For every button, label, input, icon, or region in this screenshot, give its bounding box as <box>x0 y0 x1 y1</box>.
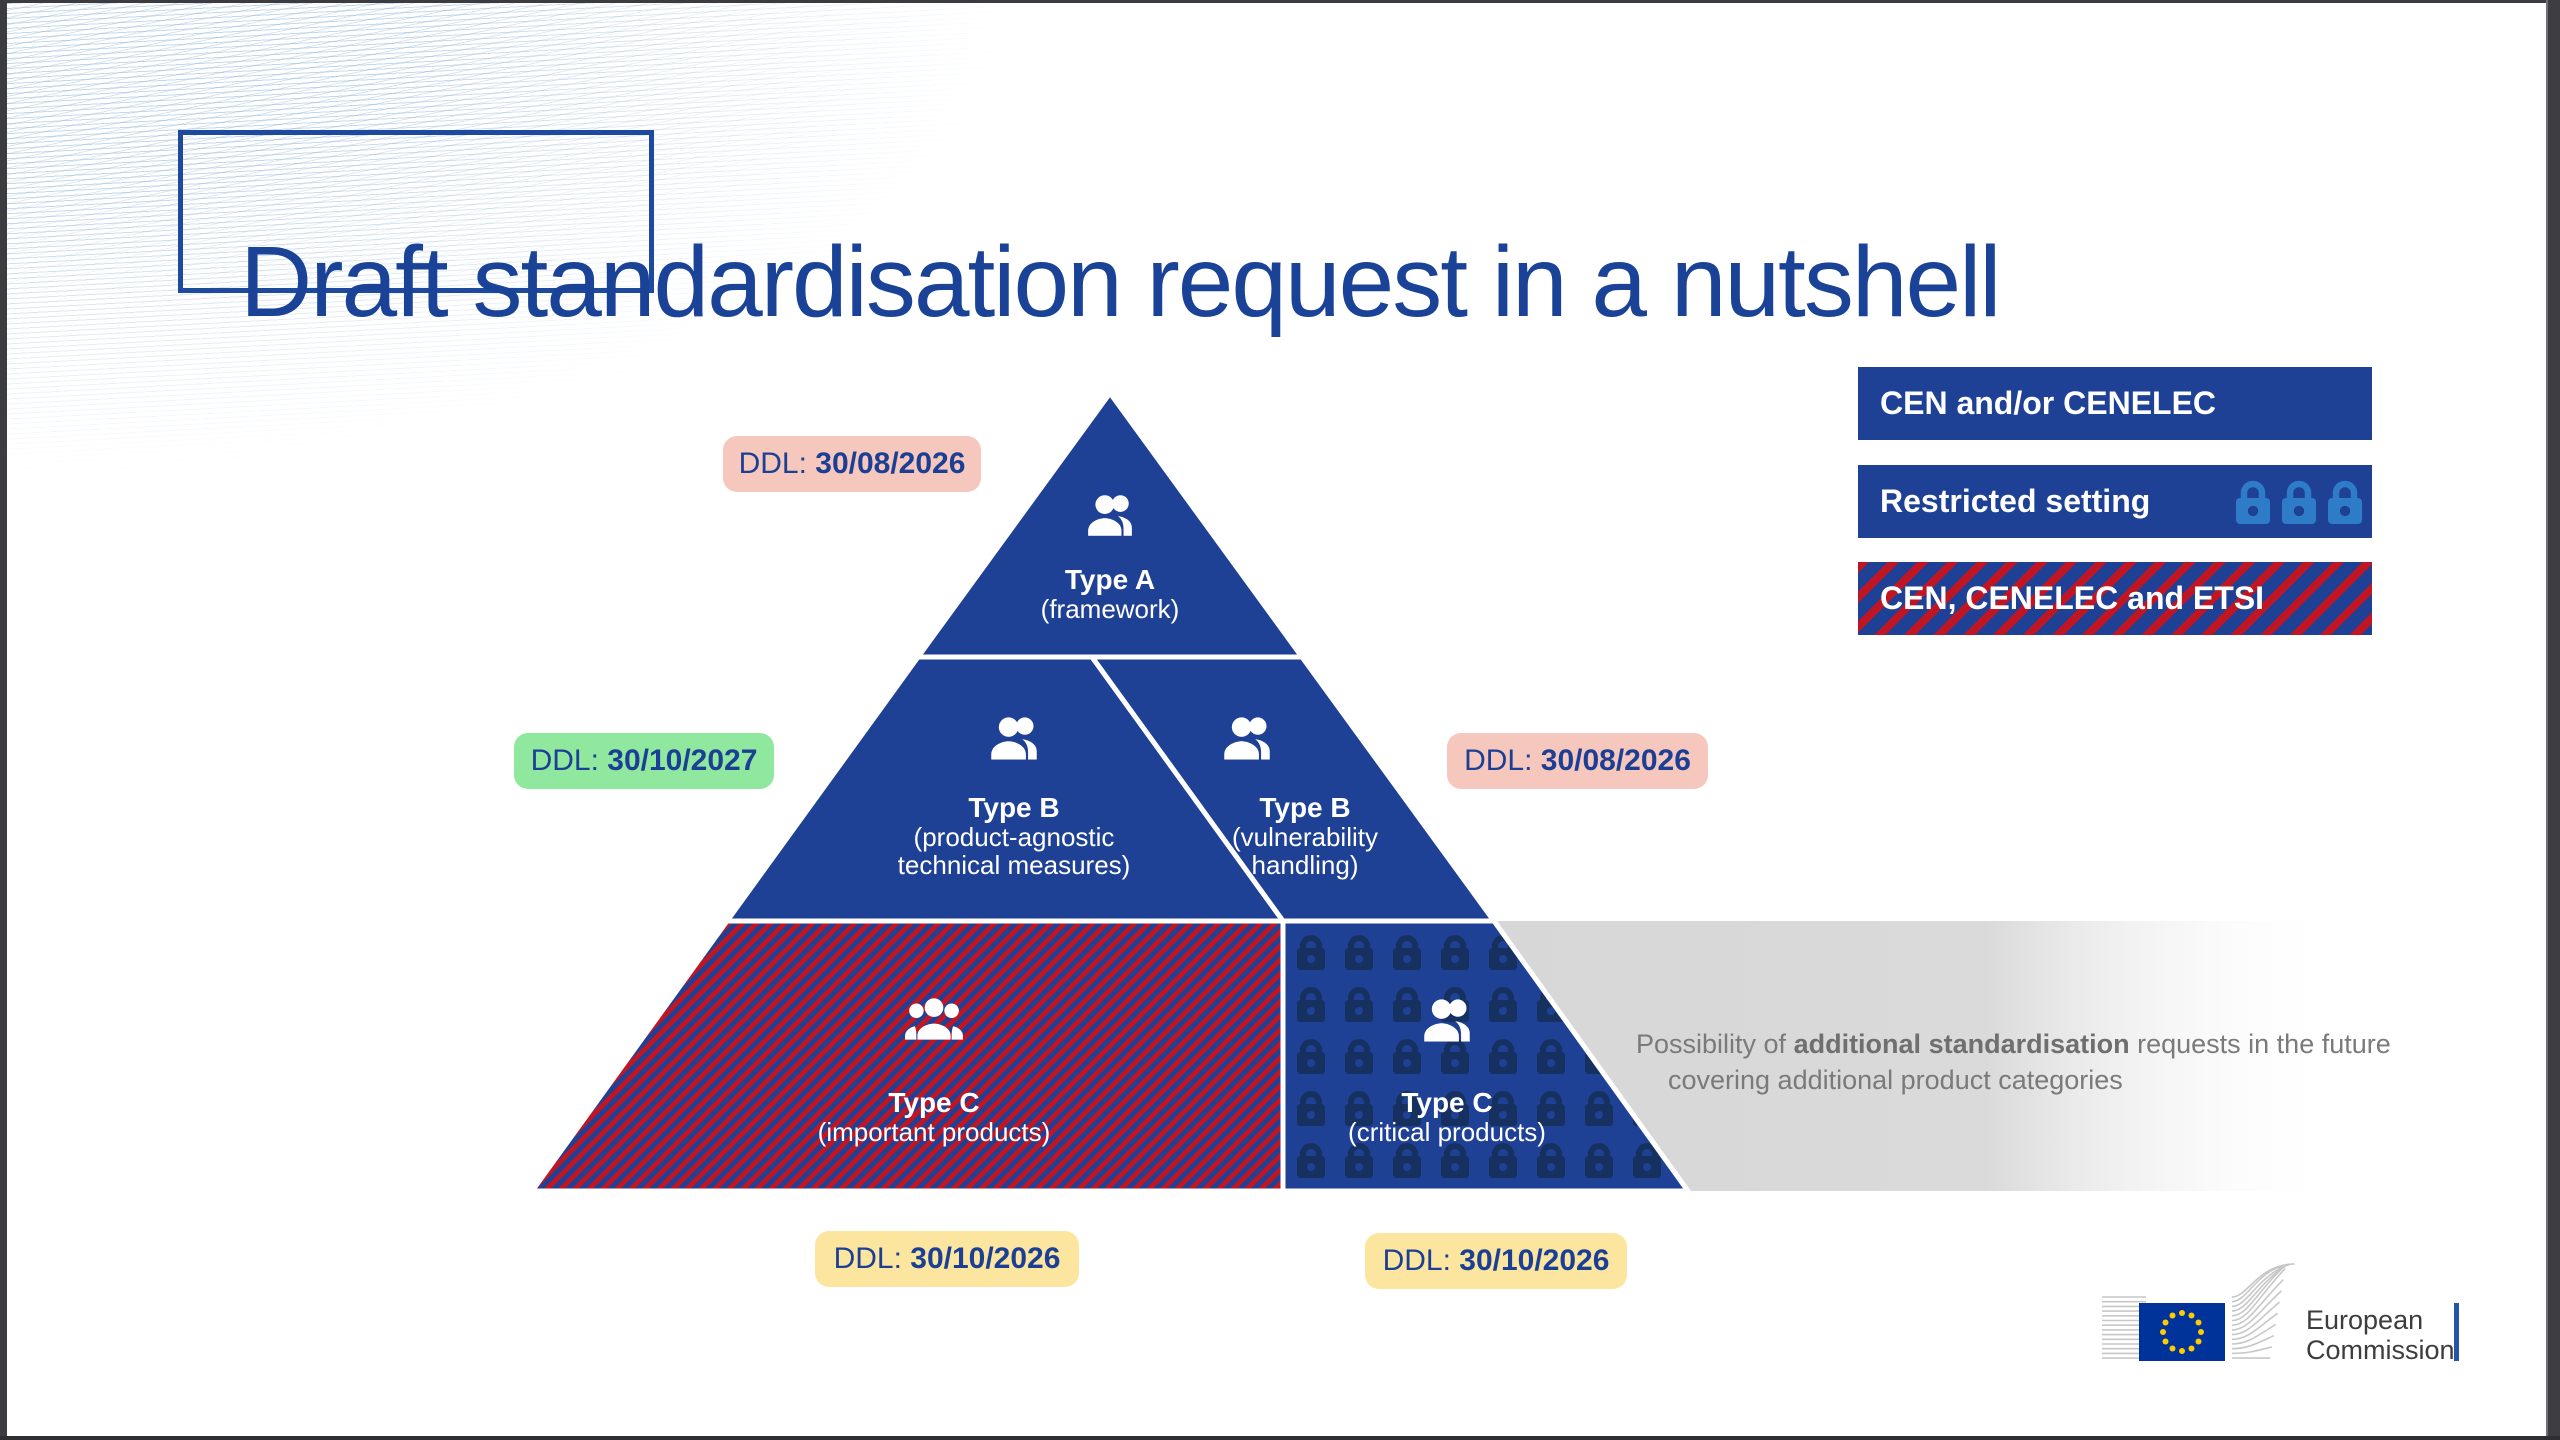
deadline-pill-type-c-left: DDL: 30/10/2026 <box>815 1231 1079 1287</box>
legend-label: CEN and/or CENELEC <box>1880 385 2217 421</box>
wave-decoration <box>7 3 1087 473</box>
note-line-2: covering additional product categories <box>1668 1065 2123 1095</box>
org-line-1: European <box>2306 1305 2424 1335</box>
deadline-prefix: DDL: <box>738 447 816 480</box>
pyramid-cell-type-c-right <box>1280 918 1693 1194</box>
window-border-top <box>0 0 2560 3</box>
deadline-prefix: DDL: <box>1382 1244 1460 1277</box>
deadline-date: 30/10/2026 <box>910 1242 1061 1275</box>
people-pair-icon <box>1221 716 1273 760</box>
deadline-date: 30/08/2026 <box>1540 744 1691 777</box>
deadline-date: 30/08/2026 <box>815 447 966 480</box>
deadline-pill-type-a: DDL: 30/08/2026 <box>723 436 981 492</box>
section-subtitle: handling) <box>1251 850 1359 880</box>
section-title: Type B <box>1259 792 1351 823</box>
section-title: Type B <box>968 792 1060 823</box>
pyramid-section-type-c-left: Type C (important products) <box>817 1087 1051 1147</box>
people-pair-icon <box>1085 494 1135 536</box>
european-commission-wordmark: European Commission <box>2306 1305 2455 1365</box>
lock-icons-row <box>2236 480 2362 524</box>
section-subtitle: (product-agnostic <box>913 822 1115 852</box>
window-border-bottom <box>0 1436 2560 1440</box>
section-title: Type A <box>1064 564 1156 595</box>
padlock-icon <box>2282 480 2316 524</box>
deadline-pill-type-b-right: DDL: 30/08/2026 <box>1447 733 1708 789</box>
deadline-prefix: DDL: <box>530 744 608 777</box>
pyramid-section-type-c-right: Type C (critical products) <box>1348 1087 1546 1147</box>
note-line-1: Possibility of additional standardisatio… <box>1636 1029 2391 1059</box>
legend-label: Restricted setting <box>1880 483 2151 519</box>
future-requests-note: Possibility of additional standardisatio… <box>1636 1026 2396 1098</box>
section-subtitle: (important products) <box>817 1117 1051 1147</box>
window-border-right <box>2546 0 2560 1440</box>
section-title: Type C <box>888 1087 980 1118</box>
deadline-pill-type-b-left: DDL: 30/10/2027 <box>514 733 774 789</box>
eu-flag-stars <box>2160 1310 2204 1354</box>
legend-item-cen-cenelec-etsi: CEN, CENELEC and ETSI <box>1858 562 2372 635</box>
padlock-icon <box>2236 480 2270 524</box>
people-group-icon <box>905 998 963 1040</box>
people-pair-icon <box>988 716 1040 760</box>
org-line-2: Commission <box>2306 1335 2455 1365</box>
section-title: Type C <box>1401 1087 1493 1118</box>
deadline-prefix: DDL: <box>833 1242 911 1275</box>
future-requests-band <box>1493 921 2345 1191</box>
window-border-left <box>0 0 7 1440</box>
deadline-date: 30/10/2026 <box>1459 1244 1610 1277</box>
pyramid-section-type-b-right: Type B (vulnerability handling) <box>1232 792 1378 880</box>
page-title: Draft standardisation request in a nutsh… <box>240 226 2002 338</box>
section-subtitle: technical measures) <box>897 850 1131 880</box>
legend-item-restricted-setting: Restricted setting <box>1858 465 2372 538</box>
legend-item-cen-cenelec: CEN and/or CENELEC <box>1858 367 2372 440</box>
deadline-pill-type-c-right: DDL: 30/10/2026 <box>1365 1233 1627 1289</box>
section-subtitle: (vulnerability <box>1232 822 1378 852</box>
section-subtitle: (critical products) <box>1348 1117 1546 1147</box>
european-commission-logo <box>2102 1263 2295 1361</box>
logo-lines <box>2102 1263 2295 1359</box>
deadline-date: 30/10/2027 <box>607 744 758 777</box>
logo-accent-bar <box>2454 1303 2459 1361</box>
section-subtitle: (framework) <box>1040 594 1180 624</box>
wave-decoration-2 <box>7 3 907 433</box>
pyramid-cell-type-c-left <box>527 918 1286 1194</box>
deadline-prefix: DDL: <box>1464 744 1541 777</box>
people-pair-icon <box>1421 998 1473 1042</box>
legend-label: CEN, CENELEC and ETSI <box>1880 580 2265 616</box>
padlock-icon <box>2328 480 2362 524</box>
pyramid-section-type-b-left: Type B (product-agnostic technical measu… <box>897 792 1131 880</box>
title-frame <box>178 130 654 293</box>
pyramid-section-type-a: Type A (framework) <box>1040 564 1180 624</box>
